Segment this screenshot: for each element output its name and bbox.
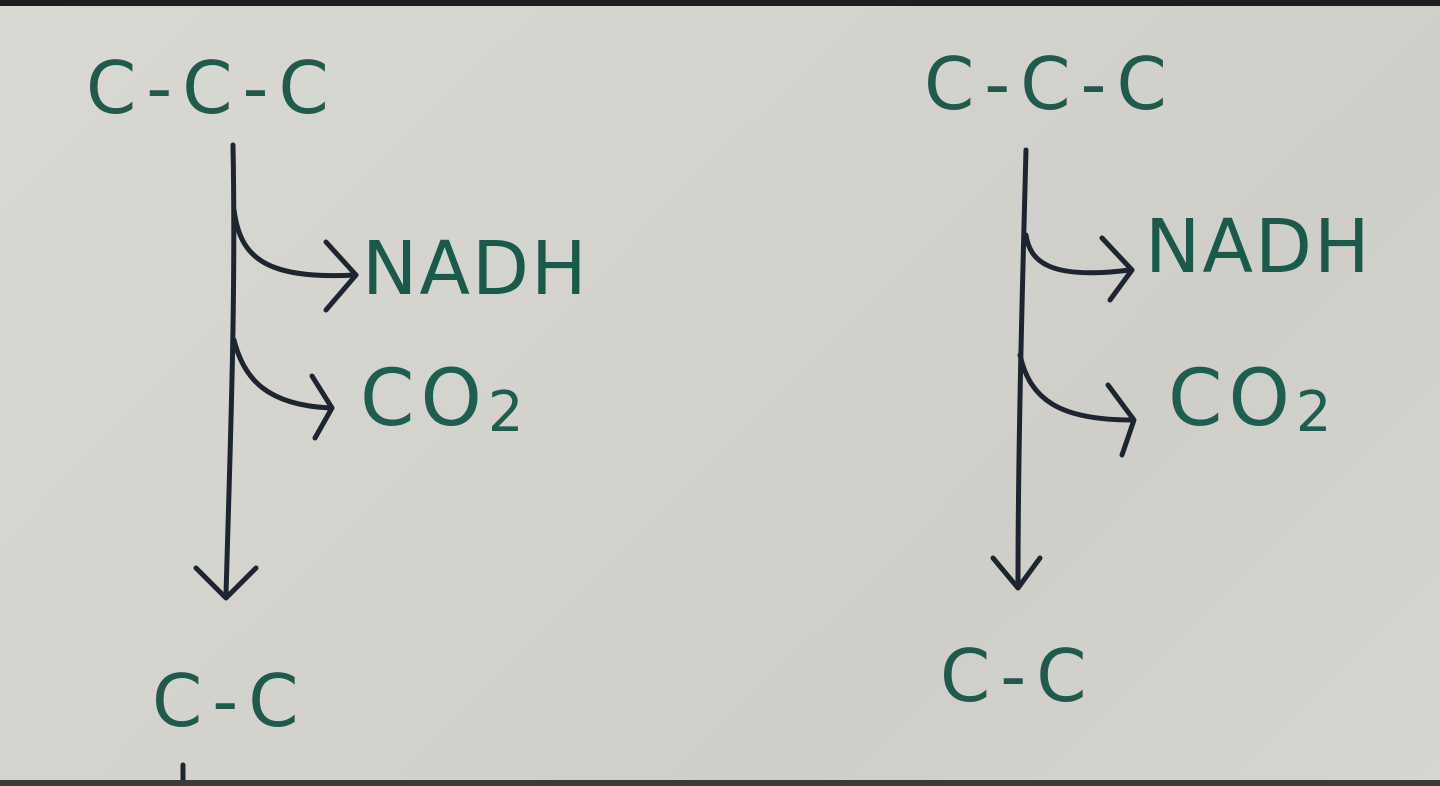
left-branch-co2-head [309, 373, 335, 441]
right-main-arrow-head [990, 555, 1043, 591]
right-branch-nadh-head [1099, 235, 1135, 303]
right-branch-co2-arrow [1017, 352, 1135, 423]
right-co2-label: CO2 [1168, 360, 1332, 441]
left-reactant-label: C-C-C [86, 46, 339, 130]
right-branch-co2-head [1105, 382, 1137, 458]
right-co2-subscript: 2 [1295, 380, 1332, 445]
left-main-arrow-head [193, 565, 259, 601]
right-reactant-label: C-C-C [924, 42, 1177, 126]
right-co2-base: CO [1168, 354, 1296, 444]
left-nadh-label: NADH [362, 226, 589, 312]
left-co2-label: CO2 [360, 360, 524, 441]
left-result-label: C-C [152, 659, 309, 743]
left-branch-nadh-arrow [231, 207, 358, 279]
right-nadh-label: NADH [1145, 204, 1372, 290]
frame-bottom-edge [0, 780, 1440, 786]
whiteboard [0, 6, 1440, 780]
left-co2-base: CO [360, 354, 488, 444]
left-co2-subscript: 2 [487, 380, 524, 445]
right-main-arrow-shaft [1015, 147, 1029, 588]
left-branch-co2-arrow [231, 337, 333, 411]
right-result-label: C-C [940, 634, 1097, 718]
left-branch-nadh-head [323, 239, 359, 313]
right-branch-nadh-arrow [1023, 232, 1133, 276]
frame-top-edge [0, 0, 1440, 6]
